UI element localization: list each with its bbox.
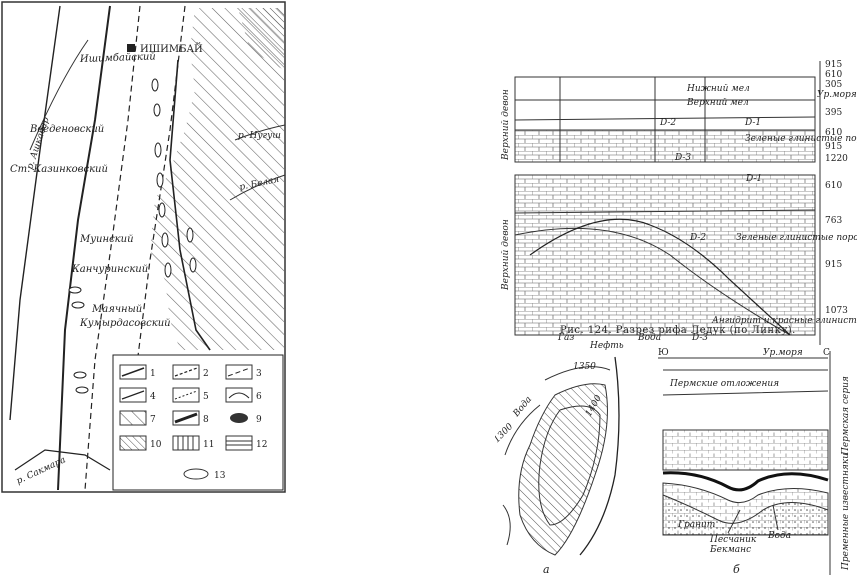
layer-label: Бекманс: [709, 545, 751, 555]
label-muinsky: Муинский: [79, 234, 134, 245]
legend-label: 10: [150, 440, 162, 450]
layer-label: Пермские отложения: [669, 379, 779, 389]
depth-label: 1220: [825, 154, 848, 164]
legend-label: 13: [214, 471, 226, 481]
sub-figure-letter: а: [543, 563, 550, 576]
label-st-kazinkovsky: Ст. Казинковский: [10, 164, 108, 175]
depth-label: 1073: [825, 306, 848, 316]
geological-map-svg: Ишимбайский ИШИМБАЙ р. Ашкадар Введеновс…: [1, 1, 286, 493]
legend-label: 4: [150, 392, 156, 402]
legend-label: 11: [203, 440, 214, 450]
legend-label: 6: [256, 392, 262, 402]
layer-label: Гранит: [677, 520, 715, 530]
layer-label: Газ: [557, 333, 574, 343]
reef-cross-section: 915 610 305 Ур.моря 395 610 915 1220 610…: [490, 55, 857, 351]
label-kanchurinsky: Канчуринский: [71, 264, 148, 275]
layer-label: Зеленые глинистые породы: [745, 134, 857, 144]
map-legend: 1 2 3 4 5 6 7 8 9 10 11 12 13: [112, 354, 284, 491]
contour-label: 1350: [573, 362, 596, 372]
depth-label: 915: [825, 260, 842, 270]
legend-label: 1: [150, 369, 156, 379]
reef-cross-section-svg: 915 610 305 Ур.моря 395 610 915 1220 610…: [501, 60, 857, 351]
cross-section-b-svg: Ю Ур.моря С Пермские отложения Пермская …: [658, 348, 851, 576]
side-label: Пермская серия: [841, 376, 851, 456]
layer-label: Нижний мел: [686, 84, 750, 94]
legend-label: 9: [256, 415, 262, 425]
layer-label: D-1: [745, 174, 762, 184]
depth-label: Ур.моря: [817, 90, 857, 100]
label-vvedenovsky: Введеновский: [29, 124, 104, 135]
layer-label: D-3: [674, 153, 691, 163]
layer-label: D-1: [744, 118, 761, 128]
cross-section-b: Ю Ур.моря С Пермские отложения Пермская …: [648, 345, 857, 580]
label-ishimbay-field: Ишимбайский: [79, 51, 156, 65]
depth-label: 915: [825, 142, 842, 152]
layer-label: Нефть: [589, 341, 624, 350]
depth-label: 395: [825, 108, 842, 118]
layer-label: D-2: [689, 233, 706, 243]
label-r-nugush: р. Нугуш: [238, 131, 281, 141]
depth-label: 915: [825, 60, 842, 70]
legend-label: 12: [256, 440, 267, 450]
label-kumyrdasovsky: Кумырдасовский: [79, 318, 171, 329]
header-sea-level: Ур.моря: [763, 348, 803, 358]
legend-label: 8: [203, 415, 209, 425]
label-mayachny: Маячный: [91, 304, 142, 315]
layer-label: Ангидрит и красные глинистые породы: [711, 316, 857, 326]
contour-label: 1300: [495, 422, 516, 445]
label-ishimbay: ИШИМБАЙ: [140, 43, 203, 55]
legend-label: 3: [256, 369, 262, 379]
layer-label: Вода: [767, 531, 791, 541]
contour-map-a-svg: 1350 1300 1400 Вода а: [492, 356, 620, 576]
depth-label: 305: [825, 80, 842, 90]
side-label: Пременные известняки: [841, 453, 851, 571]
layer-label: D-2: [659, 118, 676, 128]
depth-label: 610: [825, 181, 842, 191]
geological-map: Ишимбайский ИШИМБАЙ р. Ашкадар Введеновс…: [0, 0, 300, 495]
sub-figure-letter: б: [733, 563, 740, 576]
layer-label: Зеленые глинистые породы: [736, 233, 857, 243]
legend-label: 5: [203, 392, 209, 402]
layer-label: D-3: [691, 333, 708, 343]
contour-map-a: 1350 1300 1400 Вода а: [492, 355, 635, 580]
header-north: С: [823, 348, 830, 358]
layer-label: Песчаник: [709, 535, 757, 545]
header-south: Ю: [658, 348, 669, 358]
depth-label: 610: [825, 70, 842, 80]
depth-label: 763: [825, 216, 842, 226]
side-label-upper: Верхний девон: [501, 89, 511, 161]
figure-caption: Рис. 124. Разрез рифа Ледук (по Линку).: [560, 325, 796, 336]
legend-label: 2: [203, 369, 209, 379]
contour-label: Вода: [511, 395, 534, 420]
depth-label: 610: [825, 128, 842, 138]
side-label-lower: Верхний девон: [501, 219, 511, 291]
layer-label: Верхний мел: [686, 98, 749, 108]
legend-label: 7: [150, 415, 156, 425]
layer-label: Вода: [637, 333, 661, 343]
